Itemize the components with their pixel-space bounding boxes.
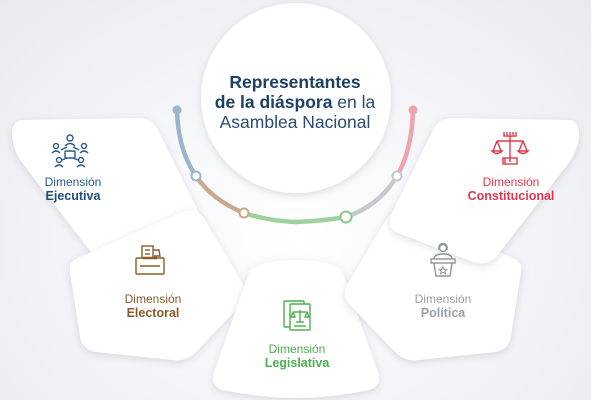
title-line-2-rest: en la [332,92,376,112]
ballot-box-icon [135,245,165,275]
people-network-icon [51,134,89,168]
electoral-prefix: Dimensión [124,292,182,306]
center-circle [201,3,391,193]
title-line-3: Asamblea Nacional [219,112,371,132]
constitucional-name: Constitucional [467,189,555,203]
title-line-1: Representantes [229,72,361,92]
legislativa-name: Legislativa [264,356,330,370]
title-line-2-bold: de la diáspora [214,92,333,112]
electoral-name: Electoral [126,306,180,320]
card-constitucional [389,118,579,264]
justice-scale-icon [490,132,530,165]
label-constitucional: Dimensión Constitucional [458,175,564,203]
label-ejecutiva: Dimensión Ejecutiva [28,175,118,203]
label-legislativa: Dimensión Legislativa [247,342,347,370]
politica-prefix: Dimensión [414,292,472,306]
title-line-2: de la diáspora en la [205,92,385,112]
law-book-icon [283,300,311,331]
label-politica: Dimensión Política [398,292,488,320]
speaker-podium-icon [430,242,456,277]
center-title: Representantes de la diáspora en la Asam… [205,72,385,132]
politica-name: Política [420,306,466,320]
connector-nodes [172,105,418,224]
ejecutiva-name: Ejecutiva [45,189,101,203]
label-electoral: Dimensión Electoral [108,292,198,320]
constitucional-prefix: Dimensión [482,175,540,189]
legislativa-prefix: Dimensión [268,342,326,356]
card-electoral [69,210,247,361]
ejecutiva-prefix: Dimensión [44,175,102,189]
